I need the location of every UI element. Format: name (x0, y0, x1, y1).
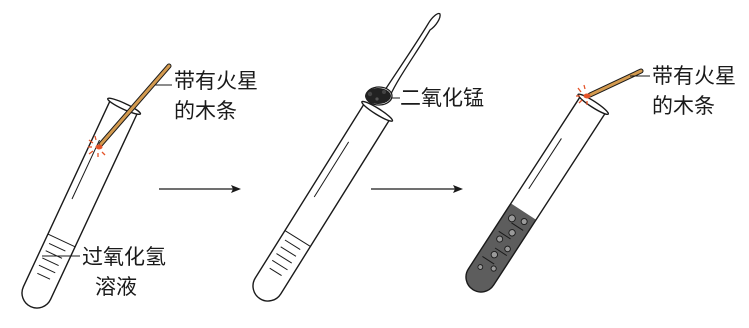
gas-bubbles-icon (477, 214, 528, 272)
glowing-splint-tip-icon (88, 135, 106, 157)
process-arrow-1 (159, 185, 241, 193)
manganese-dioxide-powder (365, 88, 391, 104)
catalyst-label: 二氧化锰 (400, 86, 484, 110)
wooden-splint-1 (98, 63, 172, 147)
reagent-label-line1: 过氧化氢 (82, 245, 166, 269)
splint-3-label-line2: 的木条 (652, 94, 715, 118)
leader-lines-tube-1 (42, 84, 172, 257)
process-arrow-2 (371, 185, 463, 193)
splint-1-label-line1: 带有火星 (174, 69, 258, 93)
splint-1-label-line2: 的木条 (174, 99, 237, 123)
test-tube-3 (465, 93, 610, 293)
solution-level-lines (269, 230, 311, 277)
test-tube-2 (252, 100, 394, 302)
splint-3-label-line1: 带有火星 (652, 64, 736, 88)
solution-level-lines (37, 233, 76, 280)
glowing-splint-tip-icon (576, 84, 591, 105)
wooden-splint-3 (587, 68, 644, 98)
reagent-label-line2: 溶液 (95, 275, 137, 299)
